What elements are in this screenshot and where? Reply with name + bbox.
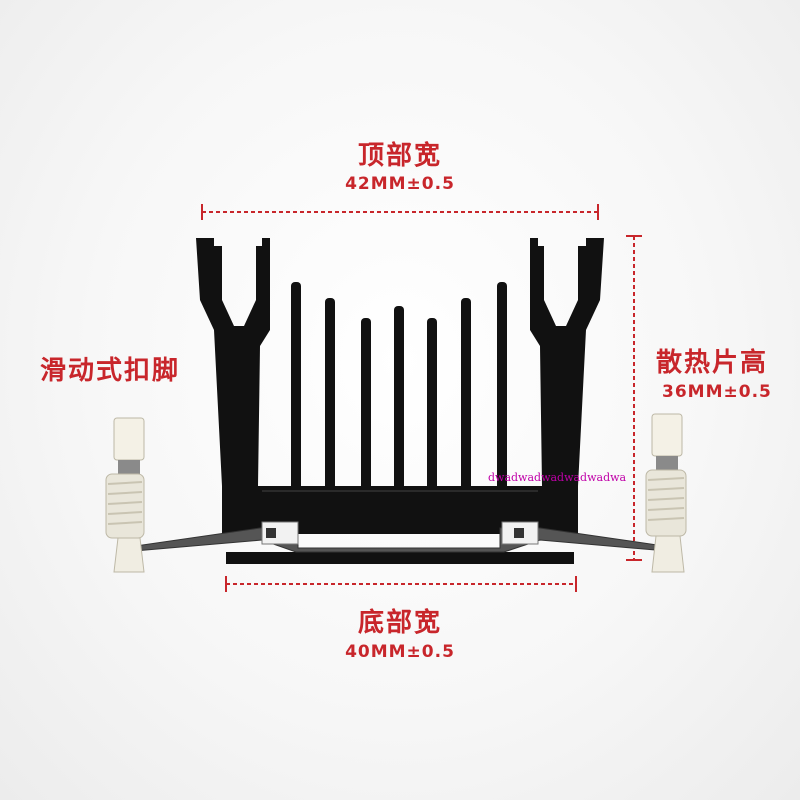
top-width-title: 顶部宽: [357, 141, 442, 171]
fin: [497, 282, 507, 492]
bottom-width-value: 40MM±0.5: [345, 642, 455, 662]
fin: [427, 318, 437, 492]
dimension-end-ticks: [201, 204, 642, 592]
plastic-pin-icon: [645, 413, 687, 573]
height-value: 36MM±0.5: [662, 382, 772, 402]
fin: [291, 282, 301, 492]
left-arm: [196, 238, 270, 486]
metal-clip-icon: [121, 521, 679, 553]
watermark-text: dwadwadwadwadwadwa: [488, 471, 627, 484]
right-arm: [530, 238, 604, 486]
heatsink-image: [196, 238, 604, 564]
plastic-pin-icon: [105, 417, 145, 573]
slide-foot-label: 滑动式扣脚: [40, 356, 181, 386]
fin: [461, 298, 471, 492]
height-title: 散热片高: [656, 348, 769, 378]
fin: [361, 318, 371, 492]
heatsink-bottom-plate: [226, 552, 574, 564]
dimension-lines: [202, 211, 635, 585]
fin: [325, 298, 335, 492]
top-width-value: 42MM±0.5: [345, 174, 455, 194]
fin: [394, 306, 404, 492]
bottom-width-title: 底部宽: [357, 608, 442, 638]
